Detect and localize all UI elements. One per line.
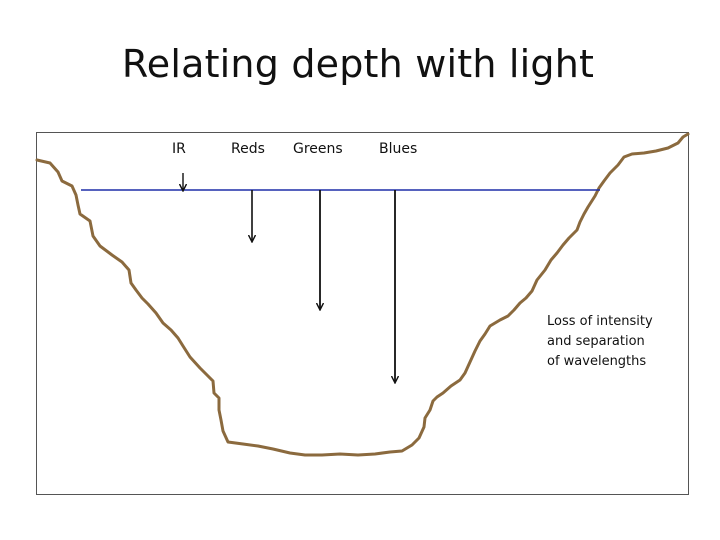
annotation-note: Loss of intensity and separation of wave… [547,312,687,372]
annotation-line: Loss of intensity [547,312,687,332]
ir-label: IR [172,141,186,157]
greens-label: Greens [293,141,343,157]
annotation-line: of wavelengths [547,352,687,372]
annotation-line: and separation [547,332,687,352]
blues-label: Blues [379,141,417,157]
reds-label: Reds [231,141,265,157]
basin-outline [37,134,688,455]
